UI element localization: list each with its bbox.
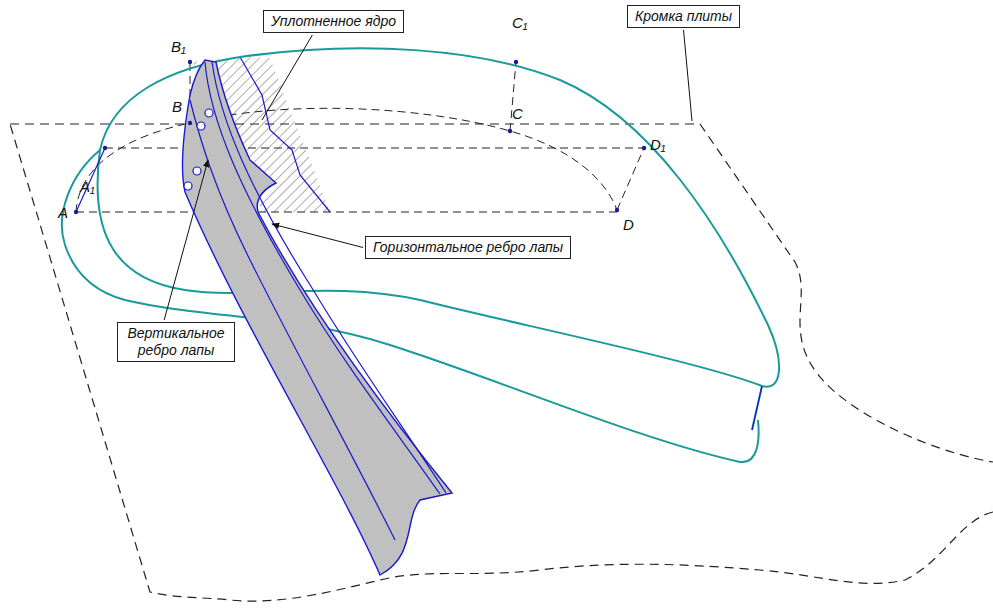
point-label: A [58,204,68,221]
paw [182,60,452,575]
callout-text: Горизонтальное ребро лапы [373,239,563,256]
leader-line [164,160,208,320]
edge-line [752,386,762,430]
leader-line [262,35,312,120]
leader-line [272,224,363,248]
point-label: C [512,105,523,122]
plate-edge [10,124,993,601]
point-markers [74,60,646,214]
edge-line [76,148,105,212]
construction-lines [76,62,644,212]
point-label: B₁ [171,38,186,55]
point-label: D₁ [650,136,666,153]
callout-box: Кромка плиты [627,5,740,28]
callout-box: Вертикальное ребро лапы [117,322,235,362]
callout-text: Уплотненное ядро [271,13,396,30]
point-label: C₁ [512,14,528,31]
point-label: B [172,98,182,115]
callout-box: Уплотненное ядро [263,10,404,33]
paw-ribs [190,62,446,540]
point-label: A₁ [80,178,95,195]
callout-text: Вертикальное ребро лапы [125,325,227,359]
paw-holes [184,109,213,190]
soil-bulb-lower [62,150,762,462]
construction-arc [76,108,617,212]
point-label: D [623,216,634,233]
leader-line [684,30,692,121]
callout-box: Горизонтальное ребро лапы [365,236,571,259]
callout-text: Кромка плиты [635,8,732,25]
